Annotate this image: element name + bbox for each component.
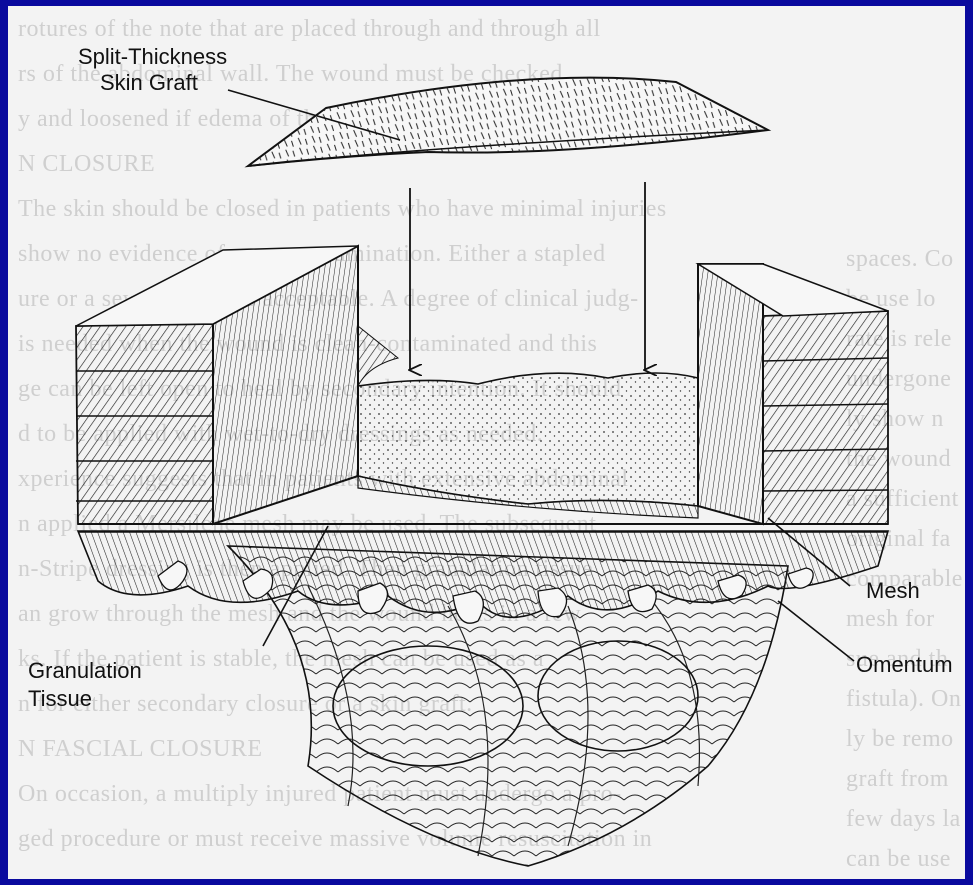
label-skin-graft-line1: Split-Thickness [78,44,227,70]
omentum-pointer [778,601,854,661]
wound-bed [358,326,698,518]
skin-graft-sheet [248,78,768,166]
illustration-canvas: rotures of the note that are placed thro… [8,6,965,879]
wound-closure-diagram [8,6,965,879]
label-mesh: Mesh [866,578,920,604]
left-wall-block [76,246,358,524]
label-omentum: Omentum [856,652,953,678]
label-granulation-line2: Tissue [28,686,92,712]
label-skin-graft-line2: Skin Graft [100,70,198,96]
right-wall-block [698,264,888,524]
label-granulation-line1: Granulation [28,658,142,684]
